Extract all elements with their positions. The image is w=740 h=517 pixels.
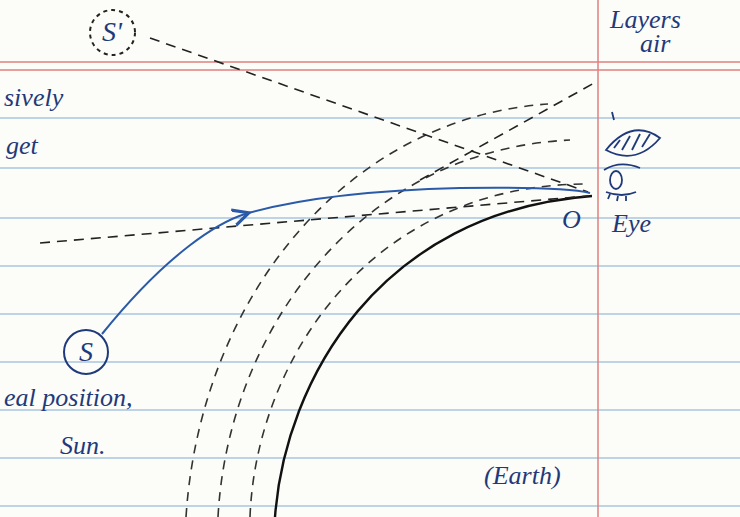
sun-label: S [79, 337, 93, 368]
handwritten-label: (Earth) [484, 462, 561, 491]
sun-circle: S [62, 328, 110, 376]
handwritten-label: air [640, 30, 670, 59]
sun-circle: S' [88, 8, 137, 57]
sun-label: S' [102, 17, 122, 48]
handwritten-label: O [562, 206, 581, 235]
handwritten-label: get [6, 132, 38, 161]
handwritten-label: sively [4, 84, 63, 113]
handwritten-label: Eye [612, 210, 651, 239]
handwritten-label: eal position, [4, 384, 133, 413]
handwritten-label: Sun. [60, 432, 106, 461]
